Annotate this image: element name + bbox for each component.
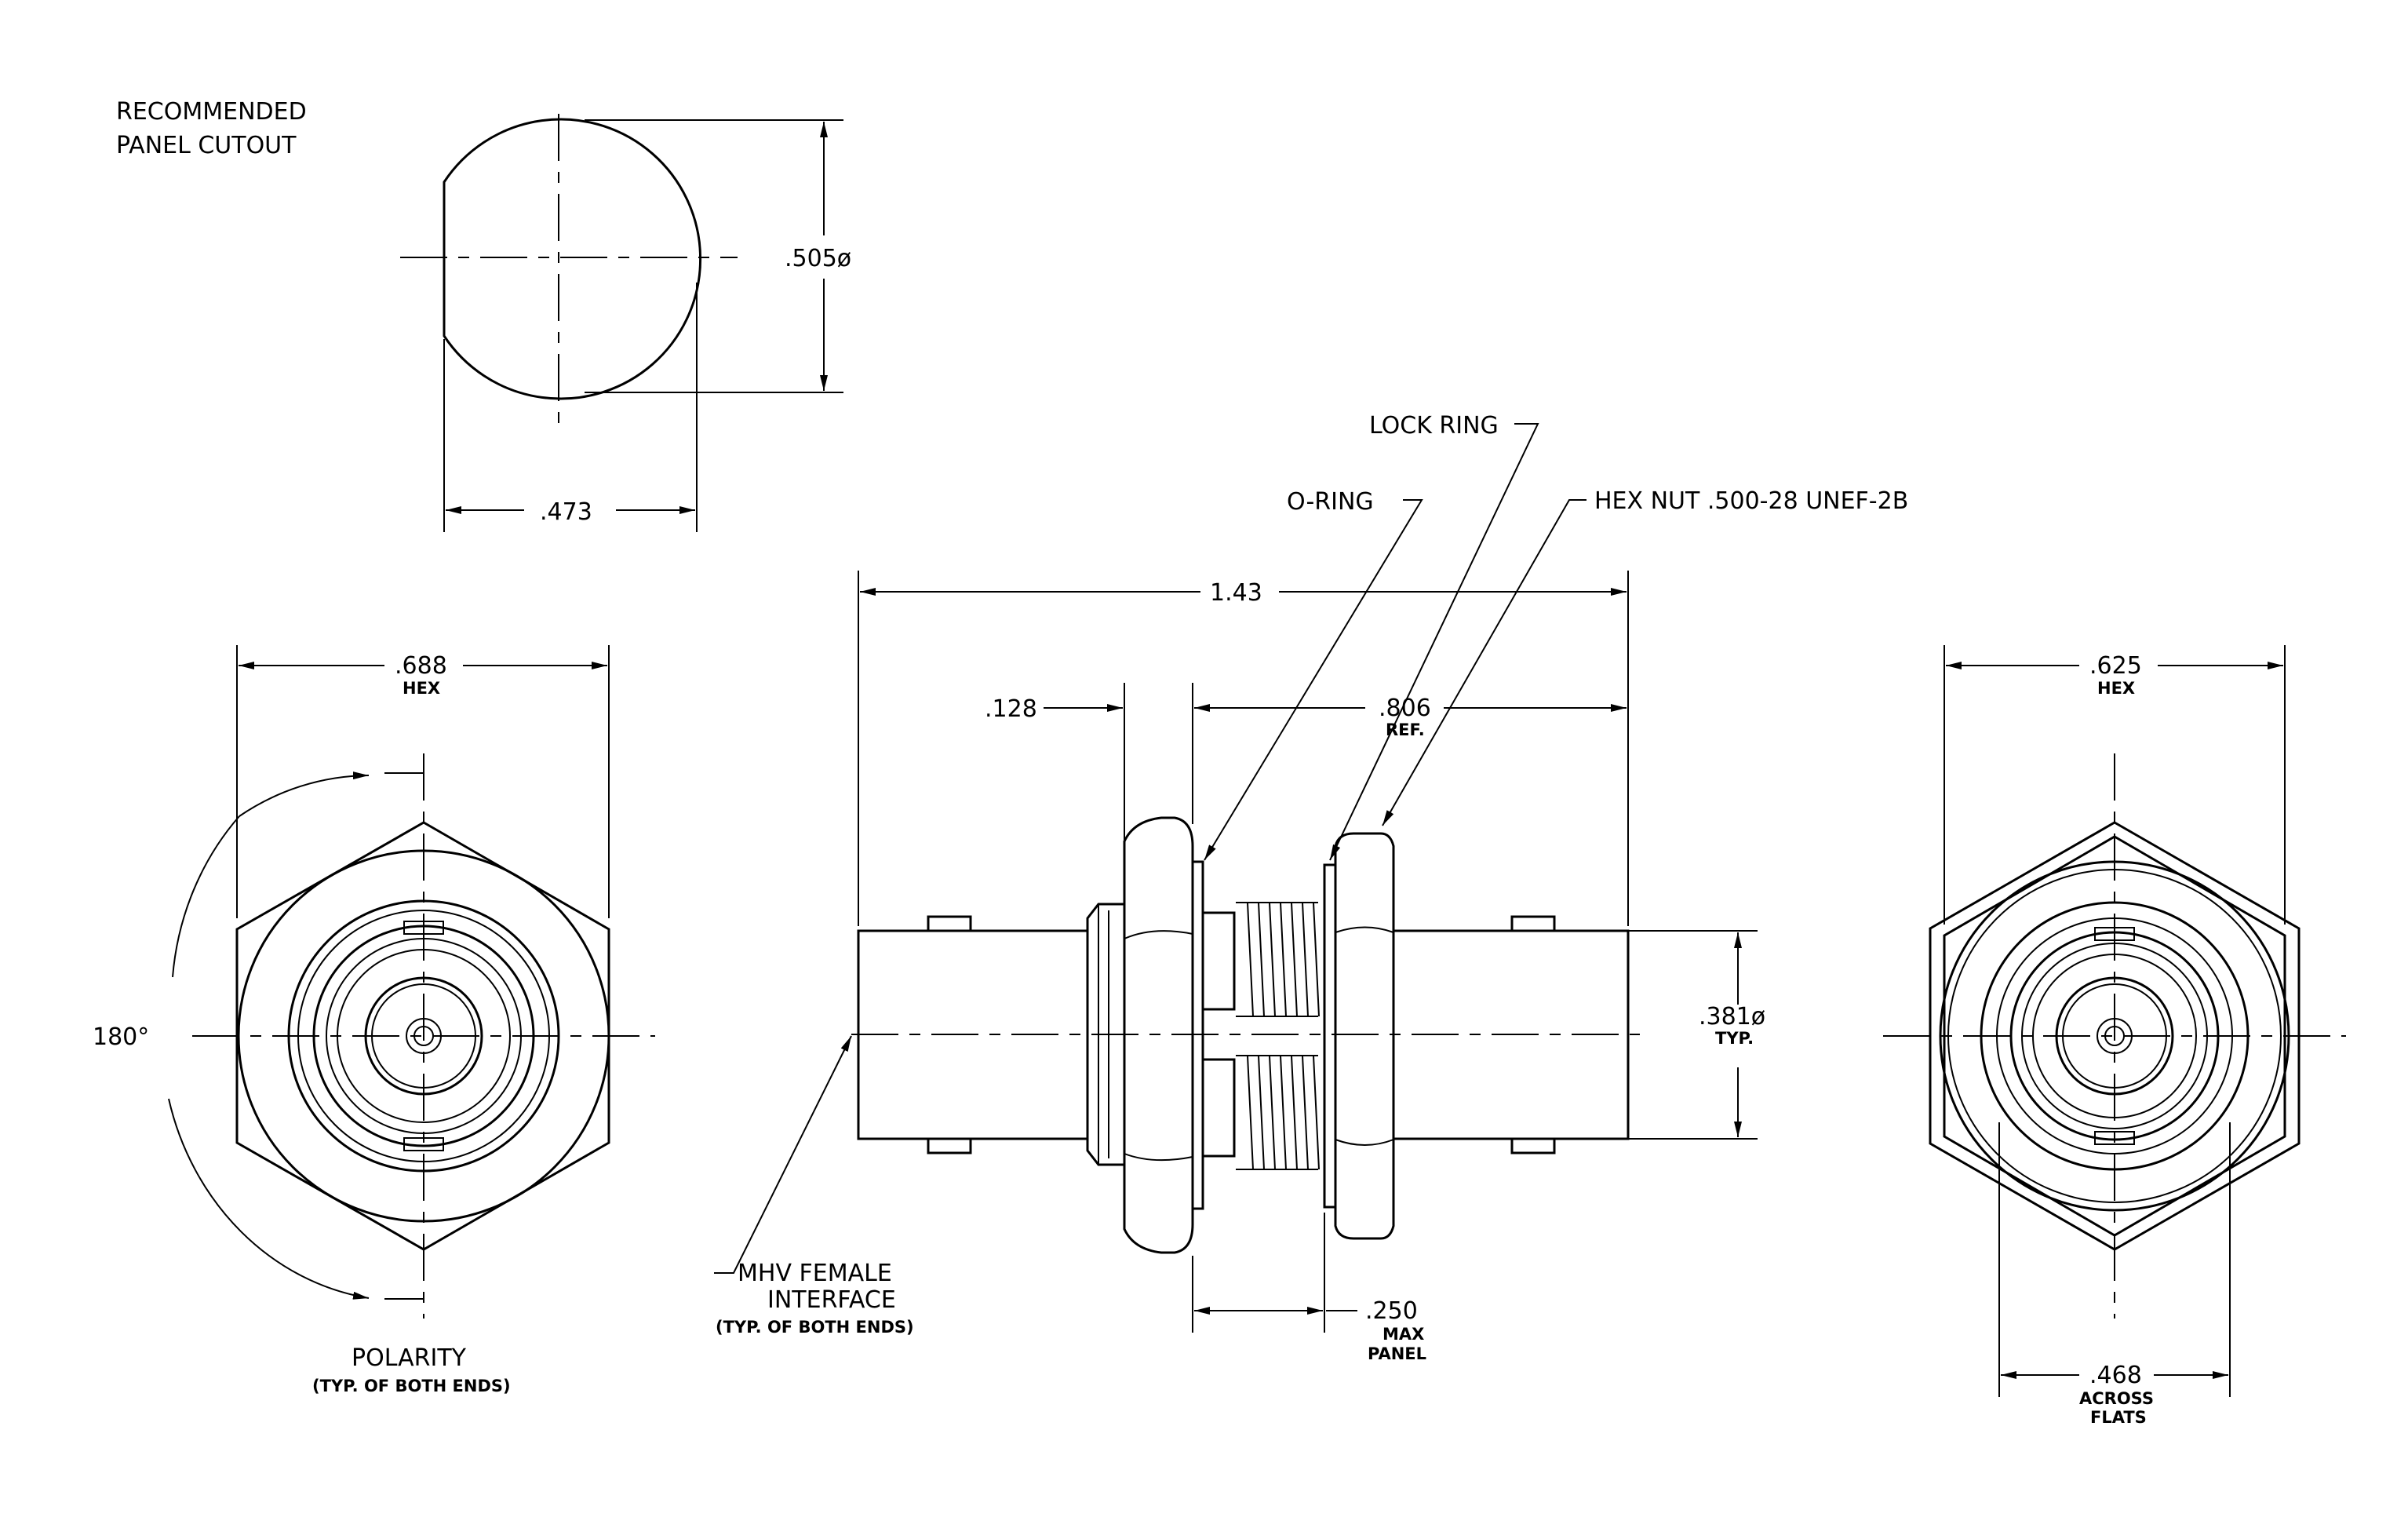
right-dim-flats: .468 [2089, 1362, 2142, 1389]
left-dim-hex: .688 [395, 652, 447, 680]
side-dim-ref: .806 [1379, 695, 1431, 722]
left-angle: 180° [93, 1023, 149, 1051]
side-dim-panel: .250 [1365, 1297, 1418, 1325]
side-view: 1.43 .128 .806 REF. [714, 412, 1908, 1363]
cutout-title-line2: PANEL CUTOUT [116, 132, 297, 159]
side-dim-dia-sub: TYP. [1715, 1029, 1754, 1048]
angle-arc [239, 771, 370, 817]
nut-facet [1335, 926, 1394, 933]
side-dim-panel-sub1: MAX [1383, 1325, 1424, 1344]
bayonet-lug [1510, 915, 1556, 932]
cutout-dim-diameter: .505ø [785, 245, 851, 272]
label-mhv-2: INTERFACE [767, 1286, 896, 1314]
thread-lower [1236, 1055, 1320, 1170]
leader-lock-ring [1329, 423, 1539, 861]
polarity-label: POLARITY [352, 1344, 467, 1372]
left-end-view: .688 HEX 180° POLARITY (TYP. OF BOTH END… [93, 645, 655, 1395]
label-mhv-1: MHV FEMALE [738, 1260, 892, 1287]
flange-facet [1124, 1153, 1193, 1162]
bayonet-lug [1510, 1137, 1556, 1154]
lock-ring [1323, 863, 1337, 1209]
side-dim-panel-sub2: PANEL [1368, 1344, 1426, 1363]
body-flange [1123, 816, 1194, 1254]
right-dim-flats-sub1: ACROSS [2079, 1389, 2154, 1408]
nut-facet [1335, 1139, 1394, 1146]
bayonet-lug [927, 1137, 972, 1154]
angle-arc [168, 1098, 370, 1300]
angle-arc [172, 815, 240, 978]
cutout-dim-flat: .473 [540, 498, 592, 526]
right-dim-flats-sub2: FLATS [2090, 1408, 2147, 1427]
label-hex-nut: HEX NUT .500-28 UNEF-2B [1594, 487, 1908, 515]
side-dim-dia: .381ø [1699, 1003, 1765, 1030]
thread-shoulder [1201, 911, 1236, 1011]
thread-upper [1236, 902, 1320, 1017]
label-o-ring: O-RING [1287, 488, 1374, 516]
side-dim-length: 1.43 [1210, 579, 1262, 607]
thread-shoulder [1201, 1058, 1236, 1158]
right-end-view: .625 HEX .468 ACROSS FLATS [1883, 645, 2346, 1427]
cutout-outline [443, 118, 702, 400]
flange-facet [1124, 930, 1193, 939]
leader-hex-nut [1382, 499, 1587, 826]
right-dim-hex-sub: HEX [2097, 679, 2135, 698]
panel-cutout-view: RECOMMENDED PANEL CUTOUT .505ø .473 [116, 98, 851, 532]
bayonet-lug [927, 915, 972, 932]
leader-o-ring [1204, 499, 1423, 861]
side-dim-flange: .128 [985, 695, 1037, 723]
polarity-sub: (TYP. OF BOTH ENDS) [312, 1377, 511, 1395]
right-dim-hex: .625 [2089, 652, 2142, 680]
hex-nut [1334, 832, 1395, 1240]
label-lock-ring: LOCK RING [1369, 412, 1499, 440]
cutout-title-line1: RECOMMENDED [116, 98, 307, 126]
label-mhv-3: (TYP. OF BOTH ENDS) [716, 1318, 914, 1337]
leader-mhv [714, 1035, 852, 1274]
left-dim-hex-sub: HEX [403, 679, 440, 698]
